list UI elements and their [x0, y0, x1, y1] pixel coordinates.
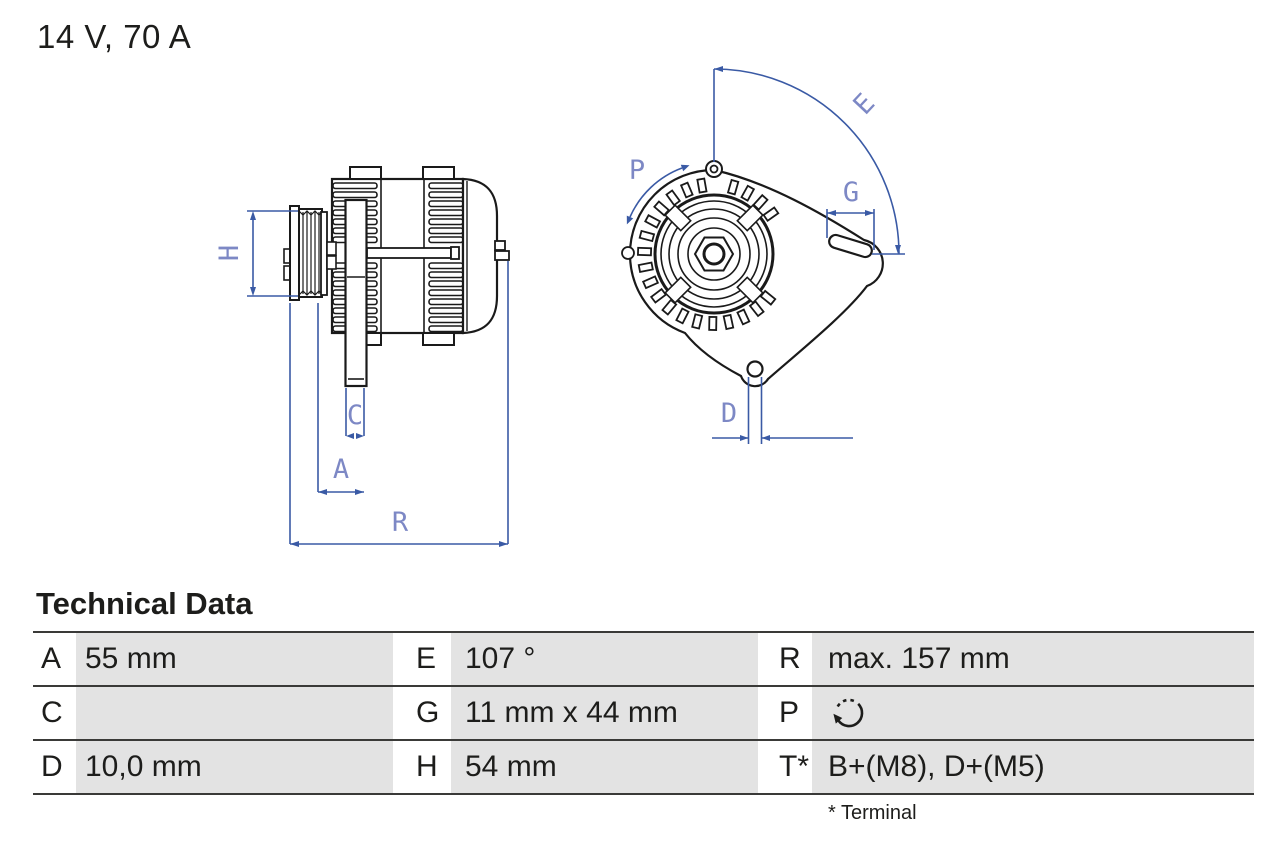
alternator-side-view-drawing — [283, 166, 510, 388]
side-lug — [621, 246, 635, 260]
dimension-label-h: H — [214, 245, 245, 261]
table-value-r: max. 157 mm — [812, 633, 1254, 687]
table-key-r: R — [758, 633, 812, 687]
shaft — [702, 242, 726, 266]
table-value-p — [812, 687, 1254, 741]
product-rating-title: 14 V, 70 A — [37, 18, 192, 55]
side-view-dimensions: H C A R — [214, 210, 509, 547]
table-key-p: P — [758, 687, 812, 741]
technical-data-heading: Technical Data — [36, 586, 253, 621]
dimension-label-g: G — [843, 177, 859, 208]
dimension-label-d: D — [721, 398, 737, 429]
table-value-e: 107 ° — [451, 633, 758, 687]
dimension-label-a: A — [333, 454, 349, 485]
dimension-label-c: C — [347, 400, 363, 431]
dimension-label-e: E — [847, 88, 881, 121]
terminal-footnote: * Terminal — [828, 802, 917, 824]
pulley — [283, 205, 337, 301]
table-value-t: B+(M8), D+(M5) — [812, 741, 1254, 795]
alternator-technical-drawing: H C A R — [214, 66, 905, 547]
table-value-d: 10,0 mm — [76, 741, 393, 795]
table-value-h: 54 mm — [451, 741, 758, 795]
table-value-a: 55 mm — [76, 633, 393, 687]
top-lug — [705, 160, 723, 178]
table-key-c: C — [33, 687, 76, 741]
table-key-a: A — [33, 633, 76, 687]
mounting-arm — [344, 198, 368, 388]
terminal-stud — [494, 240, 506, 251]
alternator-front-view-drawing — [621, 160, 884, 388]
dimension-label-r: R — [392, 507, 409, 538]
table-value-c — [76, 687, 393, 741]
table-key-t: T* — [758, 741, 812, 795]
bottom-mounting-hole — [746, 360, 764, 378]
table-value-g: 11 mm x 44 mm — [451, 687, 758, 741]
table-key-e: E — [393, 633, 451, 687]
table-key-h: H — [393, 741, 451, 795]
table-key-d: D — [33, 741, 76, 795]
dimension-label-p: P — [629, 155, 645, 186]
adjustment-slot — [828, 233, 873, 259]
table-key-g: G — [393, 687, 451, 741]
rotation-clockwise-icon — [833, 698, 864, 728]
technical-data-table: A 55 mm E 107 ° R max. 157 mm C G 11 mm … — [33, 631, 1254, 795]
